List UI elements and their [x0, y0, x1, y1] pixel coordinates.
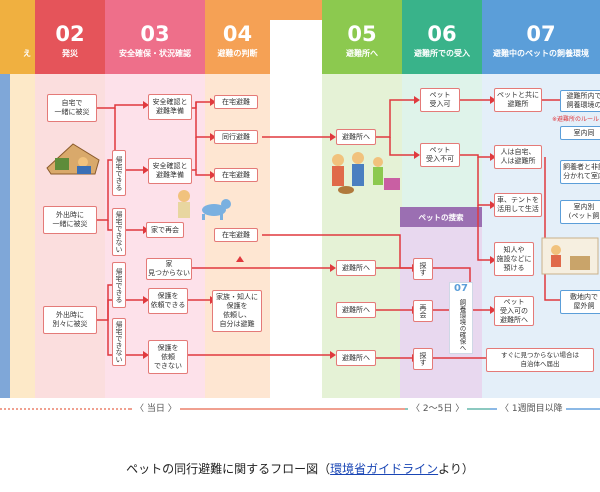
shelter-room-illustration [540, 232, 600, 276]
column-header-07: 07 避難中のペットの飼養環境 [482, 0, 600, 74]
column-title: 安全確保・状況確認 [119, 49, 191, 58]
column-number: 02 [55, 22, 85, 46]
pet-search-header: ペットの捜索 [400, 207, 482, 227]
care-environment-label: 07 飼養環境の確保へ [449, 282, 473, 354]
column-number: 04 [222, 22, 253, 46]
box-reunite-shelter: 再会 [413, 300, 433, 322]
box-home-disaster: 自宅で 一緒に被災 [47, 94, 97, 122]
column-header-03: 03 安全確保・状況確認 [105, 0, 205, 74]
timeline-label-2-5-days: 〈 2～5日 〉 [408, 401, 468, 414]
box-indoor-separate: 室内別 (ペット飼 [560, 200, 600, 224]
box-entrust-facility: 知人や 施設などに 預ける [494, 242, 534, 276]
caption-after: より） [438, 462, 474, 476]
column-header-gap [270, 0, 322, 20]
box-stay-home-3: 在宅避難 [214, 228, 258, 242]
box-shelter-care-env: 避難所内で 飼養環境の [560, 90, 600, 112]
box-evacuate-together: 同行避難 [214, 130, 258, 144]
box-cannot-return-1: 帰宅できない [112, 208, 126, 256]
column-header-05: 05 避難所へ [322, 0, 402, 74]
column-header-04: 04 避難の判断 [205, 0, 270, 74]
box-split-home-shelter: 人は自宅、 人は避難所 [494, 145, 542, 169]
column-title: 避難中のペットの飼養環境 [493, 49, 589, 58]
collapsed-house-illustration [43, 138, 103, 176]
column-number: 07 [526, 22, 556, 46]
timeline-label-week-plus: 〈 1週間目以降 [497, 401, 566, 414]
timeline-week-plus-text: 1週間目以降 [511, 404, 563, 414]
column-bg-gap [270, 0, 322, 398]
box-stay-home-1: 在宅避難 [214, 95, 258, 109]
box-family-protection: 家族・知人に 保護を 依頼し、 自分は避難 [212, 290, 262, 332]
box-shelter-with-pet: ペットと共に 避難所 [494, 88, 542, 112]
column-title: 発災 [62, 49, 78, 58]
box-outside-separate: 外出時に 別々に被災 [43, 306, 97, 334]
box-to-shelter-3: 避難所へ [336, 302, 376, 318]
box-safety-check-2: 安全確認と 避難準備 [148, 158, 192, 184]
box-pet-accepted: ペット 受入可 [420, 88, 460, 112]
column-header-02: 02 発災 [35, 0, 105, 74]
box-outdoor-on-site: 敷地内で 屋外飼 [560, 290, 600, 314]
box-can-return-2: 帰宅できる [112, 262, 126, 308]
box-home-not-found: 家 見つからない [146, 258, 192, 280]
timeline-bar: 〈 当日 〉 〈 2～5日 〉 〈 1週間目以降 [0, 401, 600, 417]
care-number: 07 [454, 283, 468, 294]
box-to-pet-shelter: ペット 受入可の 避難所へ [494, 296, 534, 326]
timeline-label-day-of: 〈 当日 〉 [132, 401, 180, 414]
box-outside-together: 外出時に 一緒に被災 [43, 206, 97, 234]
guideline-link[interactable]: 環境省ガイドライン [330, 462, 439, 476]
box-safety-check-1: 安全確認と 避難準備 [148, 94, 192, 120]
figure-caption: ペットの同行避難に関するフロー図（環境省ガイドラインより） [0, 460, 600, 477]
family-evacuating-illustration [324, 150, 402, 196]
column-header-06: 06 避難所での受入 [402, 0, 482, 74]
column-title: え [23, 49, 31, 58]
box-owners-separate: 飼養者と非飼 分かれて室内 [560, 160, 600, 184]
box-search-2: 探す [413, 348, 433, 370]
box-to-shelter-1: 避難所へ [336, 129, 376, 145]
box-report-to-municipality: すぐに見つからない場合は 自治体へ届出 [486, 348, 594, 372]
box-can-return-1: 帰宅できる [112, 150, 126, 196]
column-number: 03 [140, 22, 170, 46]
column-title: 避難所での受入 [414, 49, 470, 58]
note-shelter-rules: ※避難所のルール [552, 116, 600, 123]
box-to-shelter-2: 避難所へ [336, 260, 376, 276]
column-title: 避難の判断 [217, 49, 258, 58]
caption-before: ペットの同行避難に関するフロー図（ [126, 462, 331, 476]
box-stay-home-2: 在宅避難 [214, 168, 258, 182]
box-to-shelter-4: 避難所へ [336, 350, 376, 366]
column-number: 05 [347, 22, 377, 46]
timeline-2-5-days-text: 2～5日 [422, 404, 453, 414]
box-pet-not-accepted: ペット 受入不可 [420, 143, 460, 167]
left-edge-strip [0, 74, 10, 398]
box-search-1: 探す [413, 258, 433, 280]
people-and-dog-illustration [172, 188, 234, 222]
box-cannot-request-protection: 保護を 依頼 できない [148, 340, 188, 374]
evacuation-flow-diagram: え 02 発災 03 安全確保・状況確認 04 避難の判断 05 避難所へ 06… [0, 0, 600, 398]
box-reunite-home: 家で再会 [146, 222, 184, 238]
box-indoor-together: 室内同 [560, 126, 600, 140]
care-text: 飼養環境の確保へ [458, 299, 466, 351]
column-header-01: え [0, 0, 35, 74]
box-cannot-return-2: 帰宅できない [112, 318, 126, 366]
timeline-day-of-text: 当日 [146, 404, 165, 414]
box-can-request-protection: 保護を 依頼できる [148, 288, 188, 314]
box-car-tent-life: 車、テントを 活用して生活 [494, 193, 542, 217]
column-number: 06 [427, 22, 457, 46]
column-title: 避難所へ [346, 49, 378, 58]
